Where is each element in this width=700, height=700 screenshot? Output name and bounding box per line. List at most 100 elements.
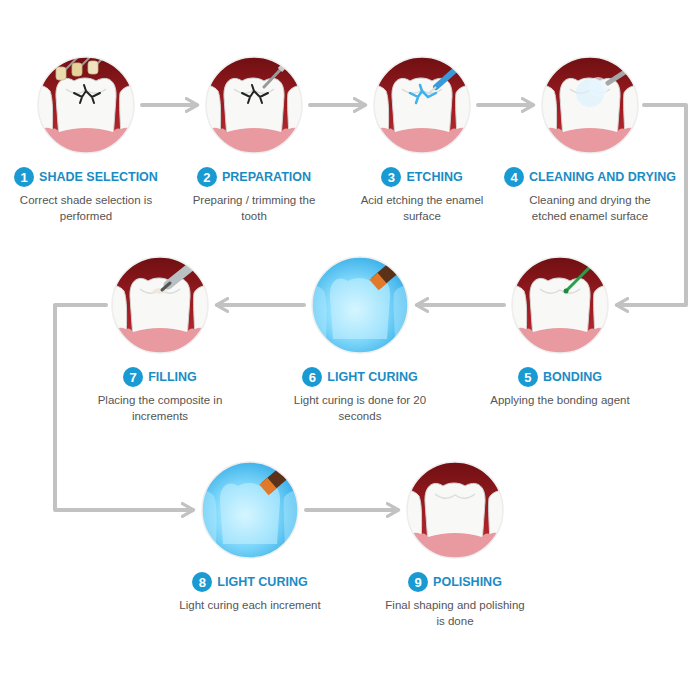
step-heading: 3 ETCHING xyxy=(347,167,497,187)
shade-illustration xyxy=(72,63,82,76)
step-node: 8 LIGHT CURING Light curing each increment xyxy=(175,462,325,614)
shade-illustration xyxy=(22,47,150,155)
shade-illustration xyxy=(22,55,150,155)
step-description: Cleaning and drying the etched enamel su… xyxy=(518,193,663,224)
bonding-illustration xyxy=(496,253,624,355)
bonding-illustration xyxy=(496,255,624,355)
flow-arrow xyxy=(218,303,304,307)
etching-illustration xyxy=(374,57,470,153)
step-description: Acid etching the enamel surface xyxy=(350,193,495,224)
preparation-illustration xyxy=(190,51,318,155)
step-node: 6LIGHT CURING Light curing is done for 20… xyxy=(285,257,435,424)
step-number: 9 xyxy=(408,572,428,592)
preparation-illustration xyxy=(190,51,318,155)
step-description: Light curing is done for 20 seconds xyxy=(288,393,433,424)
polishing-illustration xyxy=(391,460,519,560)
flow-arrow xyxy=(310,103,364,107)
shade-illustration xyxy=(22,47,150,155)
flow-arrow xyxy=(418,303,504,307)
polishing-illustration xyxy=(391,460,519,560)
filling-illustration xyxy=(162,283,170,290)
curing-illustration xyxy=(296,249,424,355)
step-circle xyxy=(407,462,503,558)
step-heading: 1 SHADE SELECTION xyxy=(11,167,161,187)
curing-illustration xyxy=(186,454,314,560)
step-number: 3 xyxy=(381,167,401,187)
step-node: 3 ETCHING Acid etching the enamel surface xyxy=(347,57,497,224)
drying-illustration xyxy=(588,77,608,97)
preparation-illustration xyxy=(190,55,318,155)
step-number: 6 xyxy=(302,367,322,387)
preparation-illustration xyxy=(264,51,298,87)
step-circle xyxy=(542,57,638,153)
step-description: Light curing each increment xyxy=(178,598,323,614)
step-node: 4 CLEANING AND DRYING Cleaning and drying … xyxy=(504,57,676,224)
step-node: 2PREPARATION Preparing / trimming the too… xyxy=(179,57,329,224)
flow-arrow xyxy=(55,305,192,510)
step-number: 1 xyxy=(14,167,34,187)
step-title: PREPARATION xyxy=(222,170,311,184)
step-node: 5 BONDING Applying the bonding agent xyxy=(485,257,635,409)
shade-illustration xyxy=(56,67,66,80)
polishing-illustration xyxy=(407,462,503,558)
step-description: Correct shade selection is performed xyxy=(14,193,159,224)
bonding-illustration xyxy=(512,257,608,353)
step-circle xyxy=(512,257,608,353)
step-heading: 5 BONDING xyxy=(485,367,635,387)
step-circle xyxy=(112,257,208,353)
shade-illustration xyxy=(96,47,114,65)
step-title: ETCHING xyxy=(406,170,462,184)
step-title: CLEANING AND DRYING xyxy=(529,170,676,184)
step-node: 1 SHADE SELECTION Correct shade selection … xyxy=(11,57,161,224)
polishing-illustration xyxy=(391,460,519,560)
etching-illustration xyxy=(358,55,486,155)
step-number: 7 xyxy=(123,367,143,387)
preparation-illustration xyxy=(206,57,302,153)
step-heading: 8 LIGHT CURING xyxy=(175,572,325,592)
step-number: 8 xyxy=(192,572,212,592)
step-heading: 9 POLISHING xyxy=(380,572,530,592)
etching-illustration xyxy=(358,55,486,155)
step-circle xyxy=(38,57,134,153)
filling-illustration xyxy=(168,253,208,285)
step-circle xyxy=(312,257,408,353)
shade-illustration xyxy=(38,57,134,153)
step-description: Placing the composite in increments xyxy=(88,393,233,424)
etching-illustration xyxy=(428,87,436,94)
bonding-illustration xyxy=(564,289,569,294)
bonding-illustration xyxy=(496,253,624,355)
step-number: 4 xyxy=(504,167,524,187)
curing-illustration xyxy=(202,462,298,558)
filling-illustration xyxy=(96,253,224,355)
drying-illustration xyxy=(526,55,654,155)
step-title: SHADE SELECTION xyxy=(39,170,158,184)
step-title: BONDING xyxy=(543,370,602,384)
step-number: 5 xyxy=(518,367,538,387)
step-node: 7 FILLING Placing the composite in increme… xyxy=(85,257,235,424)
step-description: Preparing / trimming the tooth xyxy=(182,193,327,224)
drying-illustration xyxy=(526,55,654,155)
curing-illustration xyxy=(296,249,424,355)
flow-arrow xyxy=(478,103,532,107)
curing-illustration xyxy=(312,257,408,353)
step-circle xyxy=(202,462,298,558)
step-title: POLISHING xyxy=(433,575,502,589)
etching-illustration xyxy=(410,85,436,103)
step-heading: 2PREPARATION xyxy=(179,167,329,187)
filling-illustration xyxy=(96,255,224,355)
filling-illustration xyxy=(152,288,168,294)
flow-arrow xyxy=(306,508,397,512)
step-node: 9 POLISHING Final shaping and polishing is… xyxy=(380,462,530,629)
step-title: LIGHT CURING xyxy=(217,575,307,589)
step-heading: 6LIGHT CURING xyxy=(285,367,435,387)
step-circle xyxy=(206,57,302,153)
etching-illustration xyxy=(436,55,472,87)
step-title: FILLING xyxy=(148,370,197,384)
step-description: Applying the bonding agent xyxy=(488,393,633,409)
shade-illustration xyxy=(88,61,98,74)
filling-illustration xyxy=(112,257,208,353)
step-heading: 7 FILLING xyxy=(85,367,235,387)
step-description: Final shaping and polishing is done xyxy=(383,598,528,629)
